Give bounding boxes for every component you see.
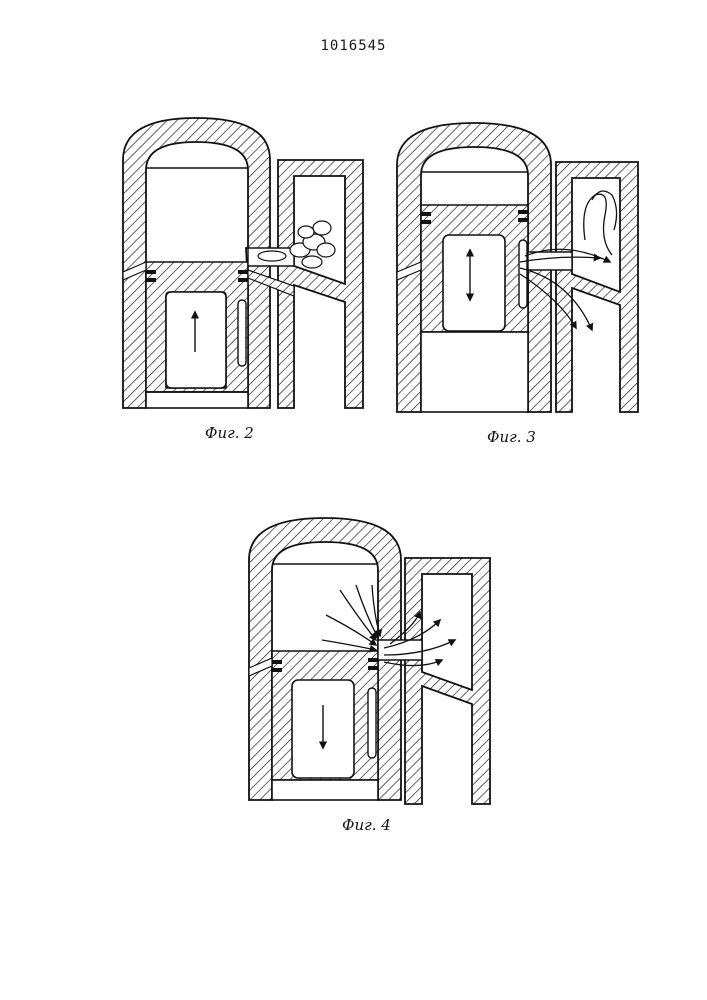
figure-3-caption: Фиг. 3 (487, 428, 536, 446)
figure-4-caption: Фиг. 4 (342, 816, 391, 834)
figure-2: Фиг. 2 (123, 118, 363, 442)
exhaust-duct (405, 558, 490, 804)
figure-2-caption: Фиг. 2 (205, 424, 254, 442)
figure-4: Фиг. 4 (249, 518, 490, 834)
figure-3: Фиг. 3 (397, 123, 638, 446)
exhaust-duct (556, 162, 638, 412)
exhaust-duct (278, 160, 363, 408)
